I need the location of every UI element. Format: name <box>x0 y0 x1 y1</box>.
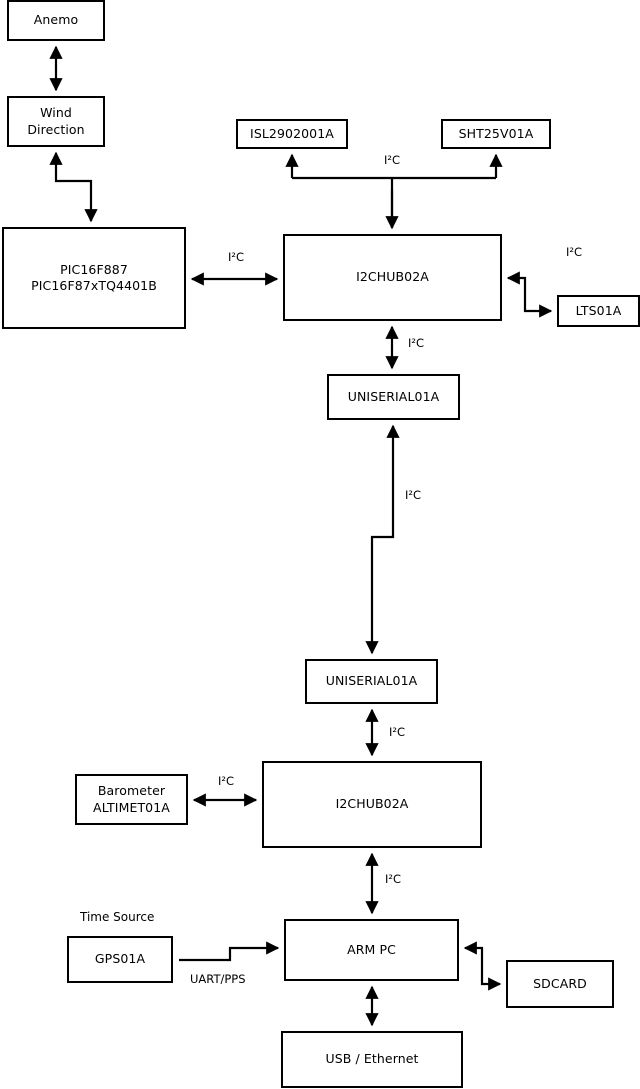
node-uniserial01a-lower[interactable]: UNISERIAL01A <box>305 659 438 704</box>
connector-hubtop-lts <box>506 271 553 318</box>
node-pic-microcontroller-label: PIC16F887 PIC16F87xTQ4401B <box>31 261 157 294</box>
node-gps01a-label: GPS01A <box>94 951 146 967</box>
edge-label-uniserial-hub: I²C <box>389 725 406 739</box>
node-i2chub02a-top[interactable]: I2CHUB02A <box>283 234 502 321</box>
edge-label-gps-armpc: UART/PPS <box>190 972 246 986</box>
node-isl2902001a[interactable]: ISL2902001A <box>236 119 348 149</box>
node-i2chub02a-bottom[interactable]: I2CHUB02A <box>262 761 482 848</box>
node-lts01a[interactable]: LTS01A <box>557 295 640 327</box>
node-lts01a-label: LTS01A <box>575 302 622 318</box>
connector-pic-wind <box>49 151 98 223</box>
node-pic-microcontroller[interactable]: PIC16F887 PIC16F87xTQ4401B <box>2 227 186 329</box>
edge-label-hub-lts: I²C <box>566 245 583 259</box>
node-usb-ethernet[interactable]: USB / Ethernet <box>281 1031 463 1088</box>
node-arm-pc-label: ARM PC <box>347 941 396 957</box>
node-sht25v01a[interactable]: SHT25V01A <box>441 119 551 149</box>
node-isl2902001a-label: ISL2902001A <box>250 125 334 141</box>
node-arm-pc[interactable]: ARM PC <box>284 919 459 981</box>
node-usb-ethernet-label: USB / Ethernet <box>325 1051 419 1067</box>
connector-uniserial-link <box>365 424 400 655</box>
node-i2chub02a-bottom-label: I2CHUB02A <box>335 796 409 812</box>
node-barometer-altimet01a-label: Barometer ALTIMET01A <box>93 783 170 815</box>
edge-label-isl-sht-bus: I²C <box>384 153 401 167</box>
node-wind-direction-label: Wind Direction <box>27 105 85 137</box>
node-sht25v01a-label: SHT25V01A <box>458 125 534 141</box>
edge-label-barometer-hub: I²C <box>218 774 235 788</box>
node-anemo-label: Anemo <box>33 12 79 28</box>
edge-label-uniserial-link: I²C <box>405 488 422 502</box>
node-uniserial01a-upper[interactable]: UNISERIAL01A <box>327 374 460 420</box>
edge-label-hub-armpc: I²C <box>385 872 402 886</box>
node-anemo[interactable]: Anemo <box>7 0 105 41</box>
edge-label-pic-hub: I²C <box>228 250 245 264</box>
label-time-source: Time Source <box>80 910 155 924</box>
node-sdcard[interactable]: SDCARD <box>506 960 614 1008</box>
node-gps01a[interactable]: GPS01A <box>67 936 173 983</box>
edge-label-hub-uniserial: I²C <box>408 336 425 350</box>
node-barometer-altimet01a[interactable]: Barometer ALTIMET01A <box>75 774 188 825</box>
node-i2chub02a-top-label: I2CHUB02A <box>356 269 429 285</box>
connector-gps-armpc <box>179 941 280 962</box>
node-uniserial01a-lower-label: UNISERIAL01A <box>325 673 418 689</box>
connector-armpc-sdcard <box>463 941 502 991</box>
node-uniserial01a-upper-label: UNISERIAL01A <box>347 388 440 404</box>
node-sdcard-label: SDCARD <box>533 975 587 991</box>
node-wind-direction[interactable]: Wind Direction <box>7 96 105 147</box>
